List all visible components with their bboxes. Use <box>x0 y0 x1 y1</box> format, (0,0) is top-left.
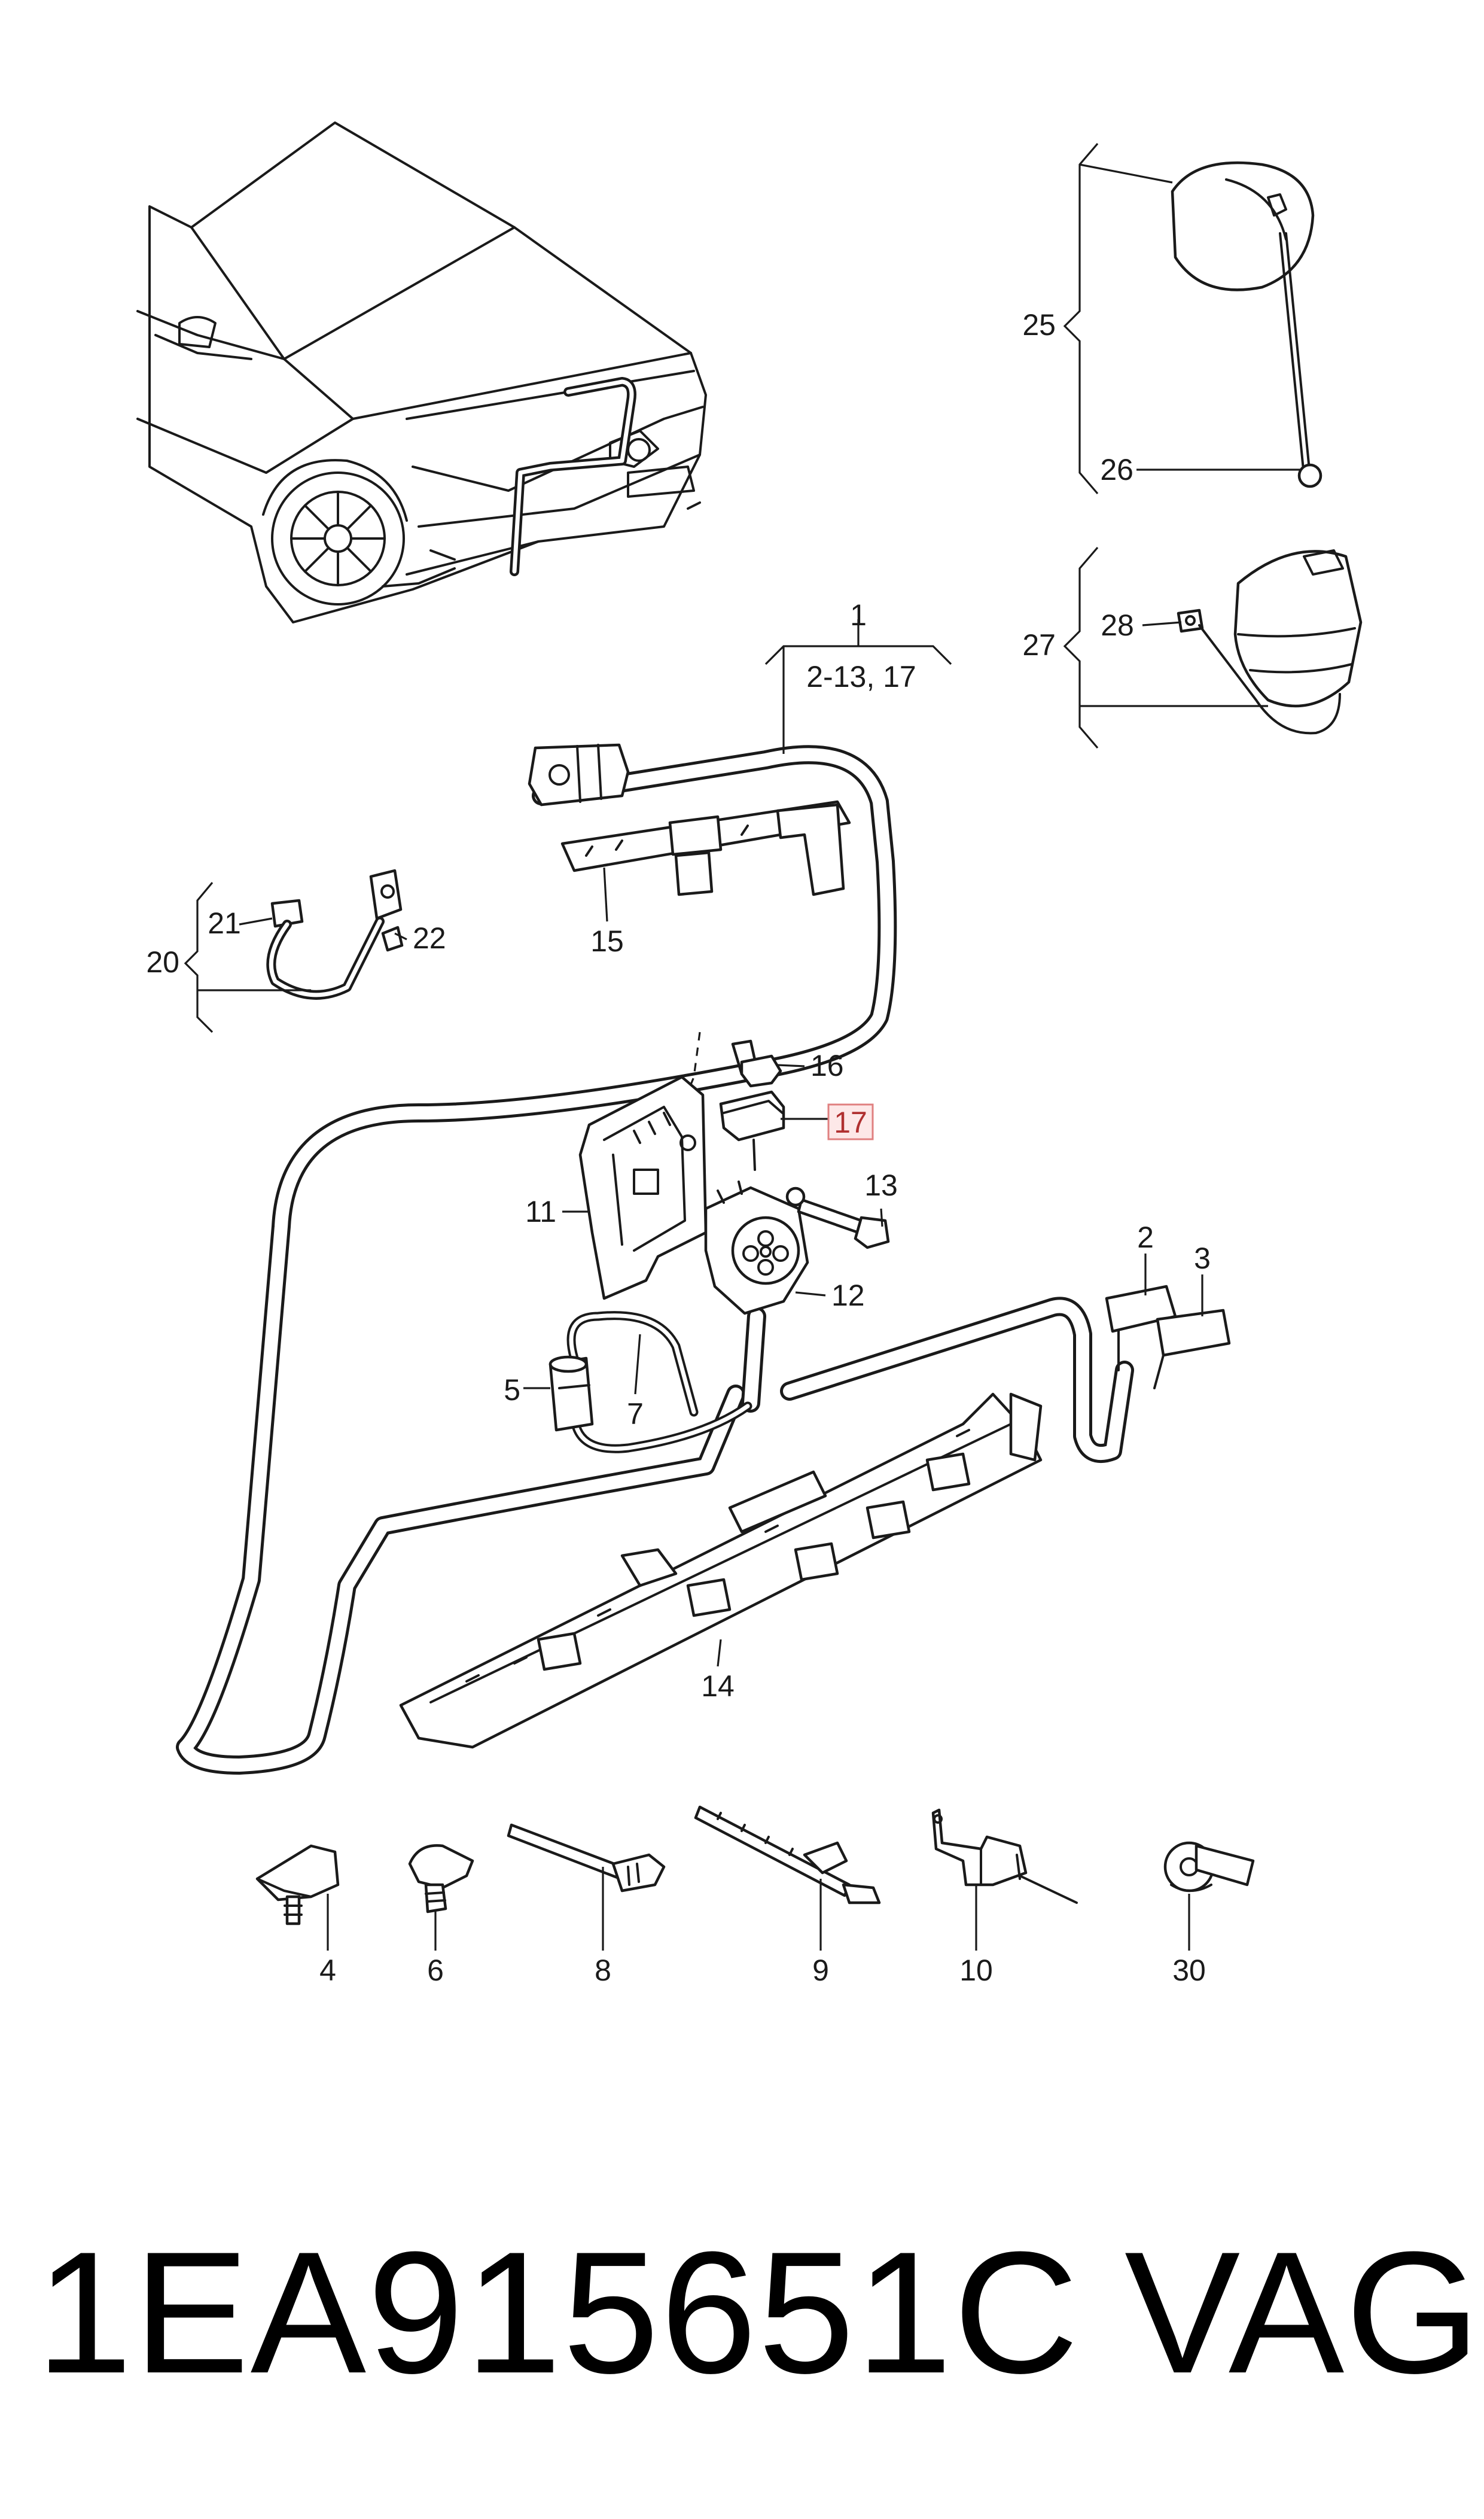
callout-2-13-17: 2-13, 17 <box>806 660 916 693</box>
callout-4: 4 <box>319 1954 336 1987</box>
callout-22: 22 <box>413 921 446 955</box>
charging-cap-27 <box>1177 549 1363 735</box>
callout-15: 15 <box>590 924 624 958</box>
callout-3: 3 <box>1194 1242 1211 1275</box>
callout-17-highlight <box>827 1103 874 1140</box>
parts-diagram: 1 2-13, 17 25 26 27 28 20 21 22 15 16 17… <box>136 121 1363 1987</box>
part-number: 1EA915651C <box>36 2216 1080 2410</box>
callout-17: 17 <box>834 1106 867 1139</box>
callout-25: 25 <box>1022 308 1056 342</box>
sensor-cable-20 <box>266 869 404 1000</box>
callout-16: 16 <box>810 1049 844 1082</box>
callout-20: 20 <box>146 945 179 979</box>
cable-tie-8 <box>507 1823 666 1893</box>
callout-12: 12 <box>831 1279 865 1312</box>
callout-8: 8 <box>595 1954 611 1987</box>
callout-11: 11 <box>525 1195 556 1228</box>
callout-14: 14 <box>701 1669 735 1703</box>
callout-26: 26 <box>1100 453 1133 486</box>
part-number-caption: 1EA915651C VAG <box>36 2216 1480 2410</box>
grommet-30 <box>1163 1841 1255 1893</box>
callout-9: 9 <box>812 1954 829 1987</box>
callout-27: 27 <box>1022 628 1056 662</box>
bracket-rail-15 <box>560 800 851 896</box>
callout-6: 6 <box>427 1954 444 1987</box>
callout-2: 2 <box>1137 1221 1154 1254</box>
brand-name: VAG <box>1125 2216 1482 2410</box>
charging-harness-part-1 <box>176 743 1231 1775</box>
bracket-rail-14 <box>399 1392 1043 1749</box>
callout-5: 5 <box>504 1373 520 1407</box>
bolt-16 <box>731 1039 782 1088</box>
callout-10: 10 <box>959 1954 993 1987</box>
callout-28: 28 <box>1101 609 1134 642</box>
charging-socket-12 <box>704 1181 809 1315</box>
sensor-5 <box>548 1355 594 1432</box>
callout-21: 21 <box>208 906 241 940</box>
screw-13 <box>785 1187 890 1249</box>
callout-1: 1 <box>850 598 867 632</box>
control-unit-17 <box>719 1090 785 1171</box>
bracket-11 <box>578 1075 708 1300</box>
clip-10 <box>931 1808 1078 1904</box>
callout-7: 7 <box>627 1397 644 1431</box>
leader-lines <box>184 142 1301 1951</box>
callout-30: 30 <box>1172 1954 1206 1987</box>
vehicle-overview <box>136 121 707 623</box>
clip-6 <box>408 1844 474 1913</box>
clip-4 <box>255 1844 340 1925</box>
callout-13: 13 <box>864 1169 898 1202</box>
cable-tie-9 <box>694 1805 881 1905</box>
callout-labels: 1 2-13, 17 25 26 27 28 20 21 22 15 16 17… <box>146 308 1211 1987</box>
charging-flap-25 <box>1171 161 1323 488</box>
